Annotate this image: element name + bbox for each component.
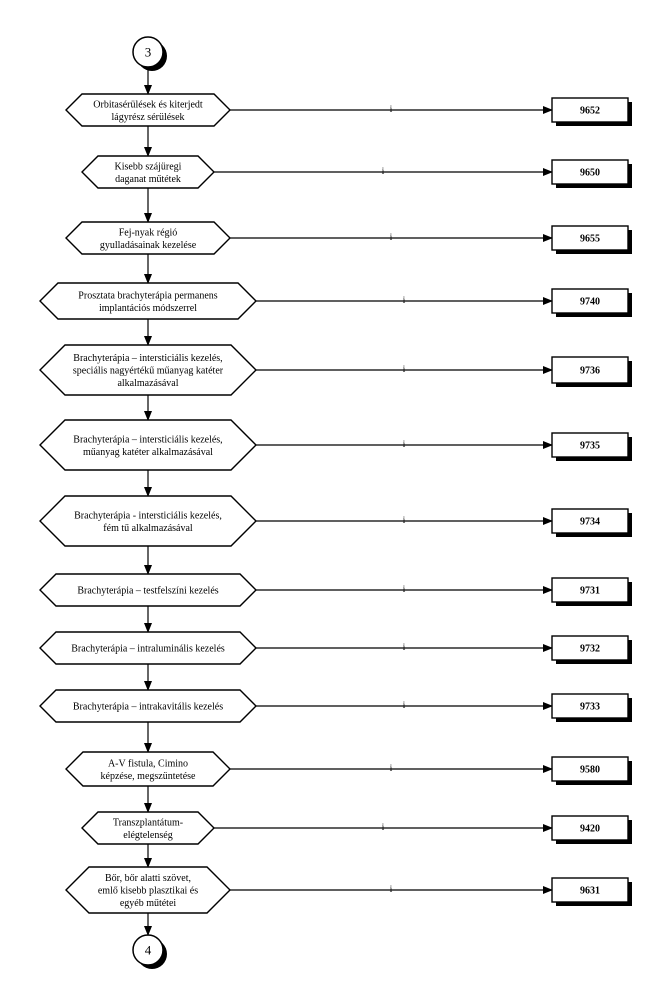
node-label-line: Brachyterápia – intersticiális kezelés, (73, 434, 222, 445)
code-label: 9580 (580, 765, 600, 776)
hexagon-shape (39, 689, 257, 723)
node-label-line: Brachyterápia – intraluminális kezelés (71, 644, 225, 655)
code-label: 9740 (580, 297, 600, 308)
code-label: 9733 (580, 702, 600, 713)
code-label: 9420 (580, 824, 600, 835)
decision-node: Brachyterápia – testfelszíni kezelés (39, 573, 257, 607)
branch-label: i (390, 884, 393, 894)
node-label-line: lágyrész sérülések (111, 112, 184, 123)
code-label: 9655 (580, 234, 600, 245)
decision-node: Brachyterápia – intersticiális kezelés, m… (39, 419, 257, 471)
branch-label: i (390, 232, 393, 242)
node-label-line: Prosztata brachyterápia permanens (78, 290, 217, 301)
branch-label: i (403, 295, 406, 305)
connector-bottom-label: 4 (145, 943, 152, 958)
branch-label: i (403, 364, 406, 374)
code-box (551, 877, 629, 903)
code-label: 9731 (580, 586, 600, 597)
node-label-line: gyulladásainak kezelése (100, 240, 197, 251)
branch-label: i (403, 439, 406, 449)
code-box (551, 508, 629, 534)
node-label-line: Orbitasérülések és kiterjedt (93, 99, 203, 110)
branch-label: i (403, 584, 406, 594)
decision-node: Transzplantátum-elégtelenség (81, 811, 215, 845)
node-label-line: Transzplantátum- (113, 817, 183, 828)
connector-top-label: 3 (145, 45, 152, 60)
connector-top (132, 36, 164, 68)
code-label: 9734 (580, 517, 600, 528)
branch-label: i (382, 166, 385, 176)
node-label-line: Fej-nyak régió (119, 227, 178, 238)
hexagon-shape (39, 631, 257, 665)
code-box (551, 225, 629, 251)
hexagon-shape (39, 419, 257, 471)
code-box (551, 635, 629, 661)
code-box (551, 97, 629, 123)
node-label-line: képzése, megszüntetése (101, 771, 197, 782)
node-label-line: Brachyterápia – testfelszíni kezelés (77, 586, 218, 597)
node-label-line: Bőr, bőr alatti szövet, (105, 873, 191, 884)
code-label: 9732 (580, 644, 600, 655)
node-label-line: fém tű alkalmazásával (103, 523, 193, 534)
code-box (551, 815, 629, 841)
decision-node: Bőr, bőr alatti szövet, emlő kisebb plasz… (65, 866, 231, 914)
decision-node: Prosztata brachyterápia permanens implant… (39, 282, 257, 320)
hexagon-shape (65, 751, 231, 787)
branch-label: i (390, 104, 393, 114)
branch-label: i (403, 700, 406, 710)
hexagon-shape (39, 282, 257, 320)
code-label: 9650 (580, 168, 600, 179)
node-label-line: egyéb műtétei (120, 898, 177, 909)
branch-label: i (403, 515, 406, 525)
code-label: 9735 (580, 441, 600, 452)
code-label: 9631 (580, 886, 600, 897)
hexagon-shape (39, 573, 257, 607)
decision-node: Brachyterápia - intersticiális kezelés, f… (39, 495, 257, 547)
code-label: 9652 (580, 106, 600, 117)
code-box (551, 577, 629, 603)
decision-node: Brachyterápia – intersticiális kezelés, s… (39, 344, 257, 396)
connectors: 34 (132, 36, 167, 969)
code-label: 9736 (580, 366, 600, 377)
hexagon-shape (39, 495, 257, 547)
node-label-line: elégtelenség (123, 830, 172, 841)
branch-label: i (382, 822, 385, 832)
code-box (551, 356, 629, 384)
node-label-line: Brachyterápia – intrakavitális kezelés (73, 702, 223, 713)
decision-node: Fej-nyak régió gyulladásainak kezelése (65, 221, 231, 255)
hexagon-shape (65, 93, 231, 127)
hexagon-shape (39, 344, 257, 396)
node-label-line: daganat műtétek (115, 174, 181, 185)
code-box (551, 432, 629, 458)
node-label-line: Kisebb szájüregi (115, 161, 182, 172)
code-box (551, 159, 629, 185)
decision-node: Kisebb szájüregi daganat műtétek (81, 155, 215, 189)
decision-node: Brachyterápia – intraluminális kezelés (39, 631, 257, 665)
decision-node: A-V fistula, Cimino képzése, megszüntetés… (65, 751, 231, 787)
node-label-line: alkalmazásával (117, 378, 178, 389)
edges: i i i i i i i i i i i i i (144, 69, 553, 936)
branch-label: i (390, 763, 393, 773)
node-label-line: Brachyterápia – intersticiális kezelés, (73, 353, 222, 364)
hexagon-shape (81, 811, 215, 845)
hexagon-shape (81, 155, 215, 189)
decision-node: Brachyterápia – intrakavitális kezelés (39, 689, 257, 723)
hexagon-shape (65, 221, 231, 255)
node-label-line: implantációs módszerrel (99, 303, 197, 314)
code-box (551, 693, 629, 719)
node-label-line: Brachyterápia - intersticiális kezelés, (74, 510, 222, 521)
code-box (551, 288, 629, 314)
node-label-line: speciális nagyértékű műanyag katéter (73, 366, 224, 377)
nodes: Orbitasérülések és kiterjedt lágyrész sér… (39, 93, 632, 914)
node-label-line: emlő kisebb plasztikai és (98, 886, 198, 897)
node-label-line: A-V fistula, Cimino (108, 758, 188, 769)
branch-label: i (403, 642, 406, 652)
code-box (551, 756, 629, 782)
decision-node: Orbitasérülések és kiterjedt lágyrész sér… (65, 93, 231, 127)
node-label-line: műanyag katéter alkalmazásával (83, 447, 213, 458)
hexagon-shape (65, 866, 231, 914)
